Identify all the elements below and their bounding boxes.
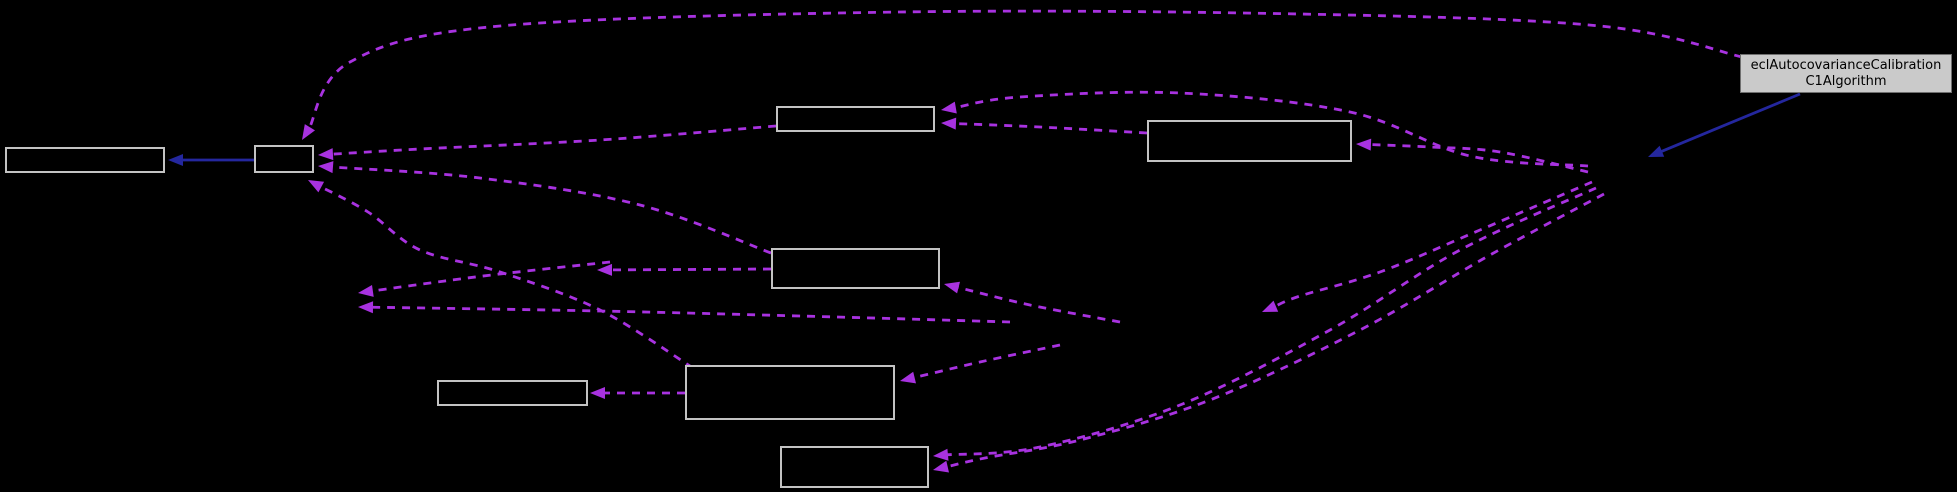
- arrowhead-hleft2-to-hleft1: [358, 285, 374, 297]
- arrowhead-b3-to-b2: [318, 148, 334, 161]
- class-node-b4[interactable]: [1147, 120, 1352, 162]
- edge-b9-to-b2: [307, 9, 1743, 130]
- edge-hmid-to-b7: [912, 343, 1061, 380]
- edge-b5-to-hleft2: [609, 267, 772, 272]
- edge-hub-to-b4: [1368, 143, 1589, 174]
- arrowhead-hmid-to-b7: [900, 371, 916, 384]
- edge-hub-to-b8: [945, 192, 1605, 469]
- current-class-node[interactable]: eclAutocovarianceCalibration C1Algorithm: [1740, 54, 1952, 93]
- arrowhead-b4-to-b3: [941, 117, 957, 130]
- edge-hub-to-b3: [953, 90, 1589, 168]
- arrowhead-b9-to-hub: [1648, 145, 1665, 157]
- arrowhead-hub-to-b3: [941, 101, 957, 114]
- arrowhead-b5-to-hleft2: [597, 263, 612, 276]
- arrowhead-b2-to-b1: [168, 154, 183, 166]
- edge-b4-to-b3: [953, 122, 1148, 135]
- class-node-b7[interactable]: [685, 365, 895, 420]
- class-node-b1[interactable]: [5, 147, 165, 173]
- edge-hmid-to-b5: [956, 285, 1121, 324]
- arrowhead-b5-to-b2: [318, 161, 334, 174]
- arrowhead-b9-to-b2: [302, 124, 315, 140]
- class-node-b8[interactable]: [780, 446, 929, 488]
- edge-b7-to-b2: [318, 184, 694, 370]
- edge-b5-to-b2: [330, 165, 772, 255]
- class-node-b2[interactable]: [254, 145, 314, 173]
- arrowhead-b7-to-b2: [308, 180, 325, 193]
- current-class-label-line1: eclAutocovarianceCalibration: [1750, 58, 1942, 73]
- arrowhead-hmid-to-hleft1: [358, 301, 374, 314]
- edge-b9-to-hub: [1659, 92, 1801, 154]
- current-class-label-line2: C1Algorithm: [1805, 74, 1887, 89]
- edge-hub-to-b8: [945, 186, 1597, 457]
- arrowhead-hub-to-hmid: [1262, 300, 1279, 312]
- edge-hmid-to-hleft1: [370, 305, 1011, 324]
- arrowhead-hub-to-b8: [933, 460, 949, 473]
- class-node-b3[interactable]: [776, 106, 935, 132]
- arrowhead-hub-to-b8: [933, 448, 949, 461]
- edge-hub-to-hmid: [1273, 180, 1593, 309]
- arrowhead-b7-to-b6: [590, 387, 605, 399]
- arrowhead-hmid-to-b5: [944, 281, 960, 294]
- arrowhead-hub-to-b4: [1356, 138, 1372, 151]
- class-node-b5[interactable]: [771, 248, 940, 289]
- edge-hleft2-to-hleft1: [370, 260, 611, 293]
- class-node-b6[interactable]: [437, 380, 588, 406]
- edge-b3-to-b2: [330, 124, 777, 156]
